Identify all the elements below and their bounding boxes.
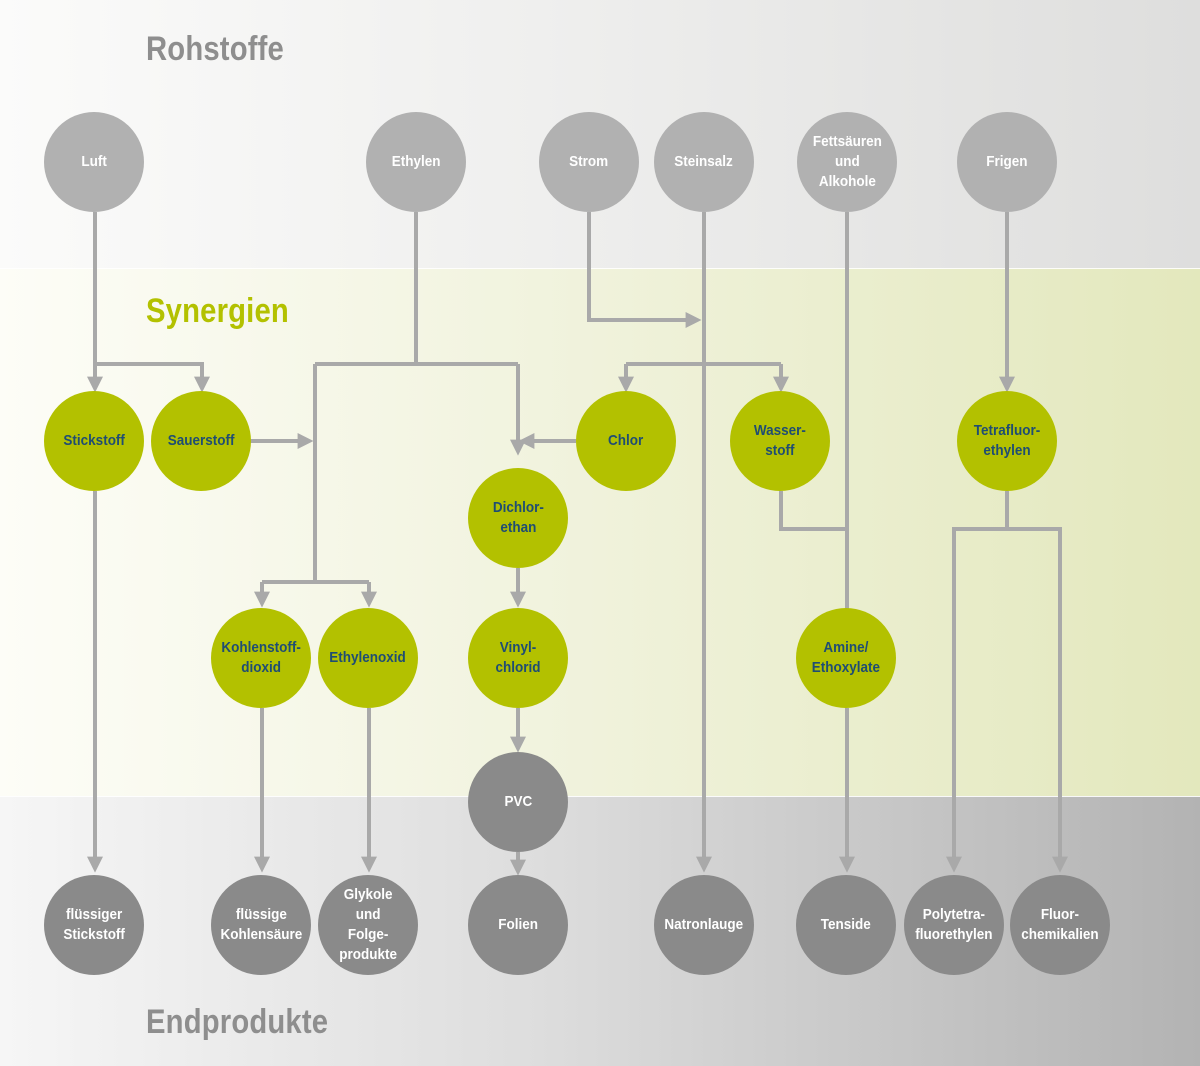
raw-materials-heading: Rohstoffe — [146, 30, 284, 68]
node-ethylenoxid: Ethylenoxid — [318, 608, 418, 708]
node-folien: Folien — [468, 875, 568, 975]
node-amine-ethoxylate: Amine/ Ethoxylate — [796, 608, 896, 708]
node-kohlenstoffdioxid: Kohlenstoff- dioxid — [211, 608, 311, 708]
connector-tetrafluorethylen — [952, 491, 1062, 867]
connector-luft — [93, 212, 202, 387]
connector-ethylen — [315, 212, 518, 366]
node-tenside: Tenside — [796, 875, 896, 975]
node-strom: Strom — [539, 112, 639, 212]
node-steinsalz: Steinsalz — [654, 112, 754, 212]
synergies-band — [0, 268, 1200, 796]
band-divider — [0, 796, 1200, 797]
node-fluessige-kohlensaeure: flüssige Kohlensäure — [211, 875, 311, 975]
node-chlor: Chlor — [576, 391, 676, 491]
node-luft: Luft — [44, 112, 144, 212]
node-pvc: PVC — [468, 752, 568, 852]
connector-ethylen-branch — [262, 364, 369, 584]
node-vinylchlorid: Vinyl- chlorid — [468, 608, 568, 708]
connector-wasserstoff — [779, 491, 847, 531]
node-ethylen: Ethylen — [366, 112, 466, 212]
node-frigen: Frigen — [957, 112, 1057, 212]
end-products-heading: Endprodukte — [146, 1003, 329, 1041]
band-divider — [0, 268, 1200, 269]
node-sauerstoff: Sauerstoff — [151, 391, 251, 491]
node-polytetrafluorethylen: Polytetra- fluorethylen — [904, 875, 1004, 975]
node-dichlorethan: Dichlor- ethan — [468, 468, 568, 568]
node-fluessiger-stickstoff: flüssiger Stickstoff — [44, 875, 144, 975]
connector-strom — [587, 212, 702, 328]
node-wasserstoff: Wasser- stoff — [730, 391, 830, 491]
synergies-heading: Synergien — [146, 292, 289, 330]
node-fettsaeuren-alkohole: Fettsäuren und Alkohole — [797, 112, 897, 212]
node-stickstoff: Stickstoff — [44, 391, 144, 491]
node-glykole: Glykole und Folge- produkte — [318, 875, 418, 975]
node-natronlauge: Natronlauge — [654, 875, 754, 975]
node-fluorchemikalien: Fluor- chemikalien — [1010, 875, 1110, 975]
node-tetrafluorethylen: Tetrafluor- ethylen — [957, 391, 1057, 491]
